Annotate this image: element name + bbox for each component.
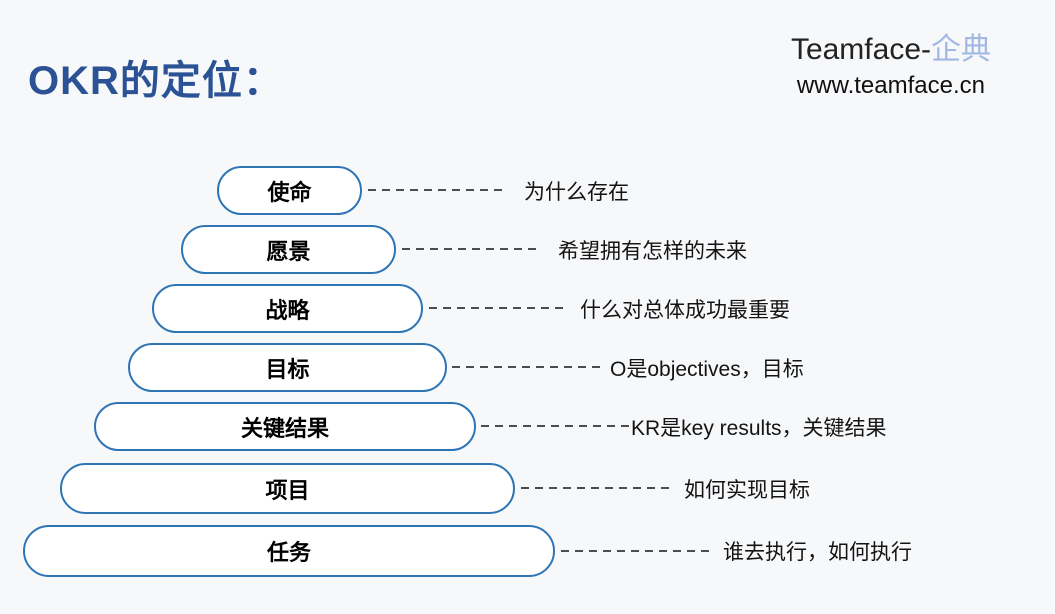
pyramid-description: O是objectives，目标: [610, 357, 804, 381]
brand-name-suffix: 企典: [931, 33, 991, 66]
pyramid-pill: 关键结果: [94, 402, 476, 451]
connector-dashed-line: [481, 425, 630, 427]
pyramid-description: 谁去执行，如何执行: [723, 541, 912, 564]
pyramid-description: KR是key results，关键结果: [631, 416, 887, 440]
pyramid-description: 如何实现目标: [684, 478, 810, 502]
pyramid-pill-label: 战略: [265, 297, 310, 323]
pyramid-pill-label: 使命: [267, 179, 312, 205]
connector-dashed-line: [561, 550, 711, 552]
pyramid-pill-label: 关键结果: [240, 415, 329, 441]
pyramid-pill: 项目: [60, 463, 515, 514]
pyramid-pill-label: 愿景: [266, 238, 311, 264]
connector-dashed-line: [521, 487, 671, 489]
pyramid-description: 什么对总体成功最重要: [580, 298, 790, 322]
pyramid-description: 为什么存在: [524, 180, 629, 204]
brand-name-prefix: Teamface-: [790, 33, 931, 66]
pyramid-description: 希望拥有怎样的未来: [558, 239, 747, 263]
pyramid-pill: 目标: [128, 343, 447, 392]
page-title: OKR的定位：: [28, 59, 284, 103]
connector-dashed-line: [452, 366, 602, 368]
pyramid-pill: 任务: [23, 525, 555, 577]
brand-block: Teamface-企典 www.teamface.cn: [791, 30, 991, 102]
brand-url: www.teamface.cn: [796, 72, 985, 99]
pyramid-pill: 使命: [217, 166, 362, 215]
pyramid-pill-label: 项目: [265, 477, 310, 503]
connector-dashed-line: [402, 248, 542, 250]
connector-dashed-line: [368, 189, 508, 191]
connector-dashed-line: [429, 307, 565, 309]
pyramid-pill: 战略: [152, 284, 423, 333]
pyramid-pill-label: 目标: [265, 356, 310, 382]
pyramid-pill-label: 任务: [266, 540, 311, 565]
brand-name: Teamface-企典: [791, 30, 991, 70]
pyramid-pill: 愿景: [181, 225, 396, 274]
